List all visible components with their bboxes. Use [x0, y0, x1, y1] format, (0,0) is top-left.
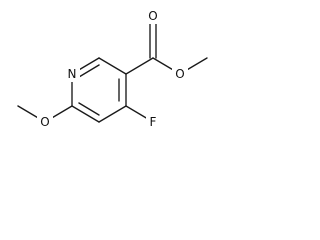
bond-c3-c2-inner [78, 102, 100, 116]
methoxy-oxygen-label: O [40, 115, 49, 129]
bond-n1-c6-inner [78, 64, 100, 78]
bond-c5-carbonyl-carbon [125, 57, 154, 75]
methoxy-oxygen-atom: O [37, 114, 53, 130]
fluorine-label: F [150, 115, 157, 129]
carbonyl-oxygen-label: O [148, 9, 157, 23]
ester-oxygen-label-background [172, 66, 188, 82]
nitrogen-label: N [68, 67, 77, 81]
ester-oxygen-label: O [175, 67, 184, 81]
bond-c3-c2 [71, 105, 100, 123]
chemical-structure-diagram: N F O O O [17, 8, 208, 130]
fluorine-atom: F [146, 114, 160, 130]
bond-c4-c3 [98, 105, 127, 123]
fluorine-label-background [146, 114, 160, 130]
methoxy-oxygen-label-background [37, 114, 53, 130]
nitrogen-atom: N [64, 66, 80, 82]
nitrogen-label-background [64, 66, 80, 82]
ester-oxygen-atom: O [172, 66, 188, 82]
bond-c6-c5 [98, 57, 127, 75]
carbonyl-oxygen-label-background [145, 8, 161, 24]
carbonyl-oxygen-atom: O [145, 8, 161, 24]
